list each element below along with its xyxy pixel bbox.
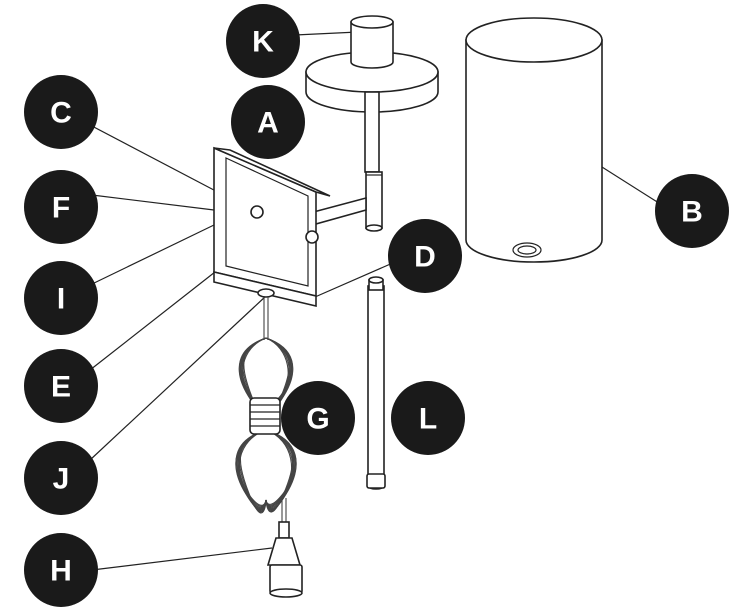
leader-d [314,261,396,298]
callout-k-label: K [252,26,274,59]
callout-h-label: H [50,555,72,588]
leader-k [294,31,359,36]
leader-j [89,295,267,461]
callout-a-label: A [257,107,279,140]
callout-b-label: B [681,196,703,229]
plug-part [266,537,303,598]
leader-i [89,224,215,286]
callout-b: B [655,174,729,248]
callout-j: J [24,441,98,515]
lamp-shade-part [465,17,603,263]
leader-h [91,547,273,571]
power-cord-part [235,297,297,539]
callout-l: L [391,381,465,455]
callout-e: E [24,349,98,423]
screw [305,230,319,244]
callout-k: K [226,4,300,78]
leader-e [89,271,216,371]
extension-rod-part [366,276,386,490]
callout-g-label: G [306,403,329,436]
callout-i-label: I [57,283,65,316]
callout-g: G [281,381,355,455]
grommet-j [257,288,275,298]
screw-c [250,205,264,219]
callout-e-label: E [51,371,71,404]
callout-i: I [24,261,98,335]
wall-plate-part [213,146,331,308]
leader-lines [89,31,663,571]
callout-c: C [24,75,98,149]
callout-h: H [24,533,98,607]
callout-d-label: D [414,241,436,274]
leader-f [91,194,215,211]
callout-d: D [388,219,462,293]
callout-c-label: C [50,97,72,130]
cord-coil-lower [235,429,297,514]
callout-f-label: F [52,192,70,225]
callout-f: F [24,170,98,244]
callout-a: A [231,85,305,159]
callout-l-label: L [419,403,437,436]
callout-j-label: J [53,463,70,496]
